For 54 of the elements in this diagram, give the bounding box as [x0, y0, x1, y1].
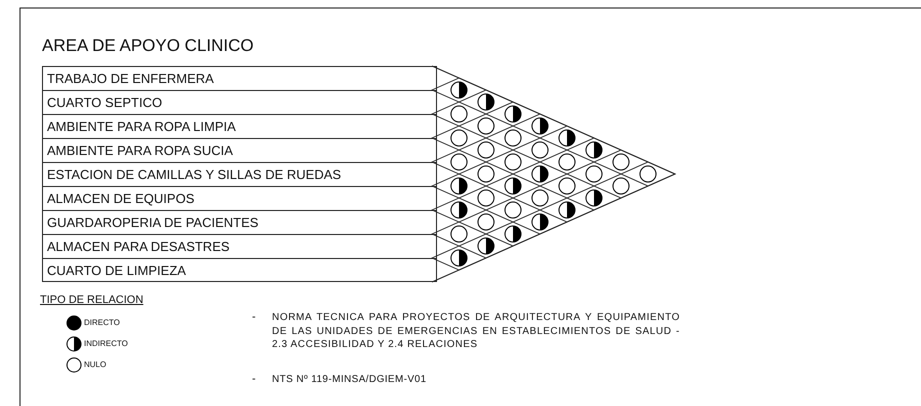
bullet-dash: -: [252, 311, 256, 323]
legend-label: INDIRECTO: [84, 339, 128, 348]
half-filled-circle: [585, 189, 603, 207]
reference-note: NORMA TECNICA PARA PROYECTOS DE ARQUITECTURA Y EQUIPAMIENTO DE LAS UNIDADES DE EMERGENCIAS EN ESTABLECIMIENTOS DE SALUD - 2.3 ACCESIBILIDAD Y 2.4 RELACIONES: [272, 311, 680, 352]
room-name-row: AMBIENTE PARA ROPA SUCIA: [42, 138, 437, 162]
half-filled-circle: [450, 177, 468, 195]
empty-circle: [612, 153, 630, 171]
standard-code: NTS Nº 119-MINSA/DGIEM-V01: [272, 374, 426, 385]
empty-circle: [450, 153, 468, 171]
bullet-dash: -: [252, 373, 256, 385]
empty-circle: [558, 153, 576, 171]
half-filled-circle: [450, 201, 468, 219]
empty-circle: [585, 165, 603, 183]
room-name-row: CUARTO DE LIMPIEZA: [42, 258, 437, 282]
empty-circle: [612, 177, 630, 195]
half-filled-circle: [477, 237, 495, 255]
empty-circle: [477, 165, 495, 183]
empty-circle: [477, 213, 495, 231]
half-filled-circle: [531, 165, 549, 183]
half-filled-circle: [531, 213, 549, 231]
room-name-row: ALMACEN PARA DESASTRES: [42, 234, 437, 258]
empty-circle: [558, 177, 576, 195]
room-name-row: TRABAJO DE ENFERMERA: [42, 66, 437, 90]
room-name-row: GUARDAROPERIA DE PACIENTES: [42, 210, 437, 234]
room-name-row: AMBIENTE PARA ROPA LIMPIA: [42, 114, 437, 138]
empty-circle: [477, 141, 495, 159]
empty-circle: [477, 117, 495, 135]
half-filled-circle: [558, 129, 576, 147]
title: AREA DE APOYO CLINICO: [42, 36, 254, 56]
legend-label: NULO: [84, 360, 106, 369]
empty-circle: [639, 165, 657, 183]
room-name-row: ALMACEN DE EQUIPOS: [42, 186, 437, 210]
empty-circle: [477, 189, 495, 207]
half-filled-circle: [477, 93, 495, 111]
half-filled-circle: [504, 105, 522, 123]
legend-label: DIRECTO: [84, 318, 120, 327]
empty-circle: [450, 129, 468, 147]
empty-circle: [450, 105, 468, 123]
empty-circle: [531, 189, 549, 207]
half-filled-circle: [504, 225, 522, 243]
half-filled-circle: [450, 249, 468, 267]
empty-circle: [504, 201, 522, 219]
half-filled-circle: [450, 81, 468, 99]
half-filled-circle: [504, 177, 522, 195]
half-filled-circle: [585, 141, 603, 159]
room-name-row: CUARTO SEPTICO: [42, 90, 437, 114]
empty-circle: [504, 153, 522, 171]
empty-circle: [504, 129, 522, 147]
half-filled-circle: [531, 117, 549, 135]
empty-circle: [450, 225, 468, 243]
legend-title: TIPO DE RELACION: [40, 294, 144, 306]
empty-circle: [531, 141, 549, 159]
room-name-row: ESTACION DE CAMILLAS Y SILLAS DE RUEDAS: [42, 162, 437, 186]
half-filled-circle: [558, 201, 576, 219]
